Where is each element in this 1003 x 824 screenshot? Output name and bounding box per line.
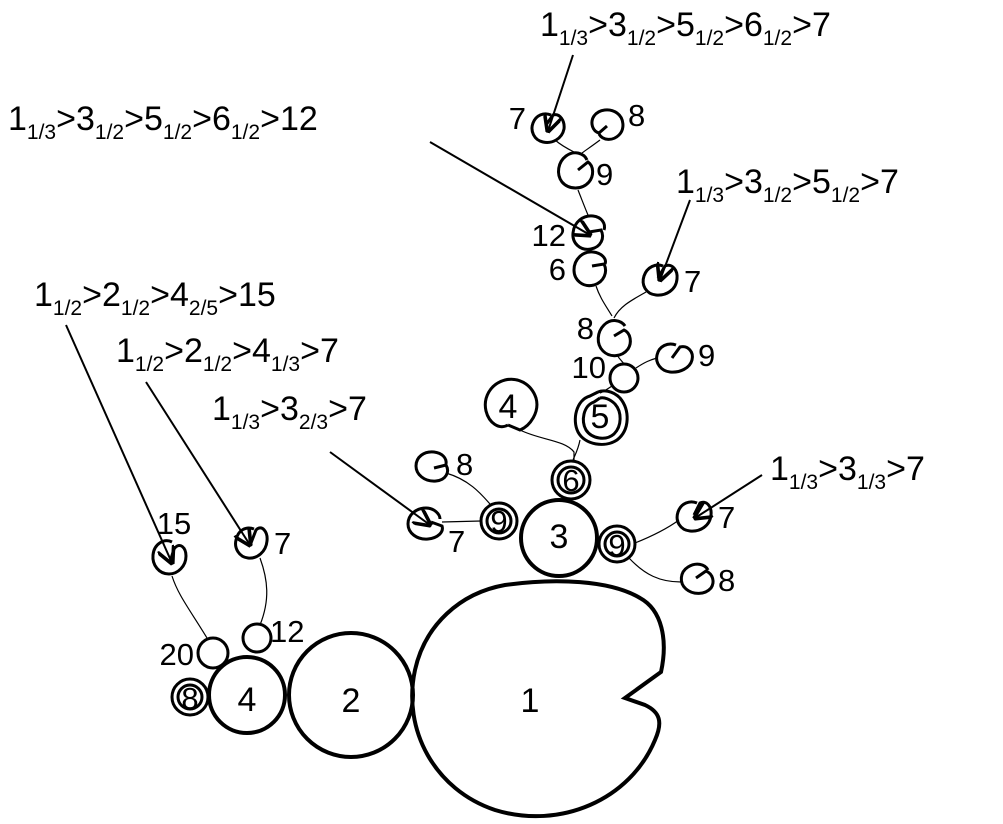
stem-15-20 bbox=[171, 575, 208, 639]
pad-8e-label: 8 bbox=[628, 98, 645, 133]
pad-20 bbox=[196, 636, 230, 670]
pad-5-label: 5 bbox=[591, 398, 610, 436]
pad-1-label: 1 bbox=[521, 682, 540, 720]
pad-3-label: 3 bbox=[550, 518, 569, 556]
pad-6-inner bbox=[556, 465, 586, 495]
pad-4-label: 4 bbox=[238, 681, 257, 719]
path-label-a: 11/3>31/2>51/2>61/2>7 bbox=[540, 6, 831, 50]
stem-10-9 bbox=[635, 357, 658, 369]
arrow-a bbox=[548, 54, 574, 131]
stem-9-8 bbox=[581, 139, 601, 154]
pad-9d-label: 9 bbox=[596, 157, 613, 192]
pad-7a bbox=[234, 526, 269, 560]
pad-20-label: 20 bbox=[160, 637, 194, 672]
stem-9a-7 bbox=[441, 520, 482, 523]
pad-8c-label: 8 bbox=[718, 563, 735, 598]
pad-8c bbox=[679, 562, 715, 595]
pad-5-outer bbox=[573, 389, 629, 446]
stem-6-5 bbox=[572, 439, 581, 461]
pad-7d-label: 7 bbox=[684, 264, 701, 299]
pad-9c bbox=[655, 342, 694, 374]
pad-10-label: 10 bbox=[572, 350, 606, 385]
pad-8e bbox=[590, 108, 625, 141]
pad-7c bbox=[675, 500, 713, 533]
path-label-d: 11/2>21/2>42/5>15 bbox=[34, 276, 276, 320]
pad-5-inner bbox=[581, 396, 622, 440]
pad-15 bbox=[151, 539, 188, 576]
pad-15-label: 15 bbox=[157, 506, 191, 541]
pad-7d bbox=[641, 263, 679, 297]
path-label-f: 11/3>32/3>7 bbox=[212, 390, 367, 434]
pad-7e bbox=[530, 112, 566, 144]
path-label-g: 11/3>31/3>7 bbox=[770, 450, 925, 494]
pad-8-label: 8 bbox=[181, 681, 198, 716]
stem-9b-7 bbox=[634, 519, 680, 544]
pad-6-outer bbox=[550, 459, 592, 501]
pad-9c-label: 9 bbox=[698, 338, 715, 373]
stem-9a-8 bbox=[445, 472, 491, 505]
arrow-e bbox=[145, 381, 250, 545]
pad-4b-label: 4 bbox=[499, 388, 518, 426]
pad-4b bbox=[483, 377, 539, 432]
pad-9d bbox=[557, 151, 595, 190]
arrow-g bbox=[695, 474, 763, 518]
stem-9b-8 bbox=[628, 557, 682, 583]
stem-9-12 bbox=[577, 189, 589, 216]
pad-9b-outer bbox=[597, 524, 637, 564]
pad-2 bbox=[287, 631, 415, 759]
pad-2-label: 2 bbox=[342, 682, 361, 720]
pad-7a-label: 7 bbox=[274, 526, 291, 561]
pad-7c-label: 7 bbox=[718, 500, 735, 535]
pad-12b bbox=[571, 214, 606, 251]
arrow-d bbox=[65, 324, 172, 563]
pad-8d bbox=[596, 319, 632, 358]
stem-8-7 bbox=[613, 291, 647, 319]
pad-12 bbox=[241, 622, 273, 654]
arrow-f bbox=[329, 451, 430, 525]
stem-7-12 bbox=[259, 557, 268, 626]
pad-8-outer bbox=[170, 677, 210, 717]
pad-9b-label: 9 bbox=[608, 528, 625, 563]
pad-8b bbox=[414, 450, 450, 483]
path-label-e: 11/2>21/2>41/3>7 bbox=[116, 332, 339, 376]
pad-9b-inner bbox=[603, 530, 631, 558]
pad-7b-label: 7 bbox=[448, 524, 465, 559]
stem-6-4 bbox=[519, 429, 575, 461]
pad-9a-inner bbox=[485, 507, 513, 535]
pad-12-label: 12 bbox=[270, 614, 304, 649]
pad-3 bbox=[519, 498, 599, 578]
stem-6-8 bbox=[595, 285, 613, 317]
path-label-c: 11/3>31/2>51/2>7 bbox=[676, 163, 899, 207]
pad-6-label: 6 bbox=[562, 463, 579, 498]
pad-6b-label: 6 bbox=[549, 252, 566, 287]
pad-8b-label: 8 bbox=[456, 447, 473, 482]
pad-10 bbox=[608, 362, 640, 394]
pad-6b bbox=[572, 250, 608, 288]
stem-8-10 bbox=[616, 354, 625, 365]
pad-9a-label: 9 bbox=[490, 504, 507, 539]
pad-7e-label: 7 bbox=[509, 101, 526, 136]
stem-9-7 bbox=[554, 139, 575, 153]
stem-10-5 bbox=[599, 385, 613, 394]
path-label-b: 11/3>31/2>51/2>61/2>12 bbox=[8, 100, 318, 144]
pad-12b-label: 12 bbox=[532, 218, 566, 253]
pad-8-inner bbox=[176, 683, 204, 711]
pad-1 bbox=[410, 579, 666, 819]
arrow-b bbox=[429, 141, 590, 235]
arrow-c bbox=[660, 199, 691, 280]
pad-8d-label: 8 bbox=[577, 311, 594, 346]
